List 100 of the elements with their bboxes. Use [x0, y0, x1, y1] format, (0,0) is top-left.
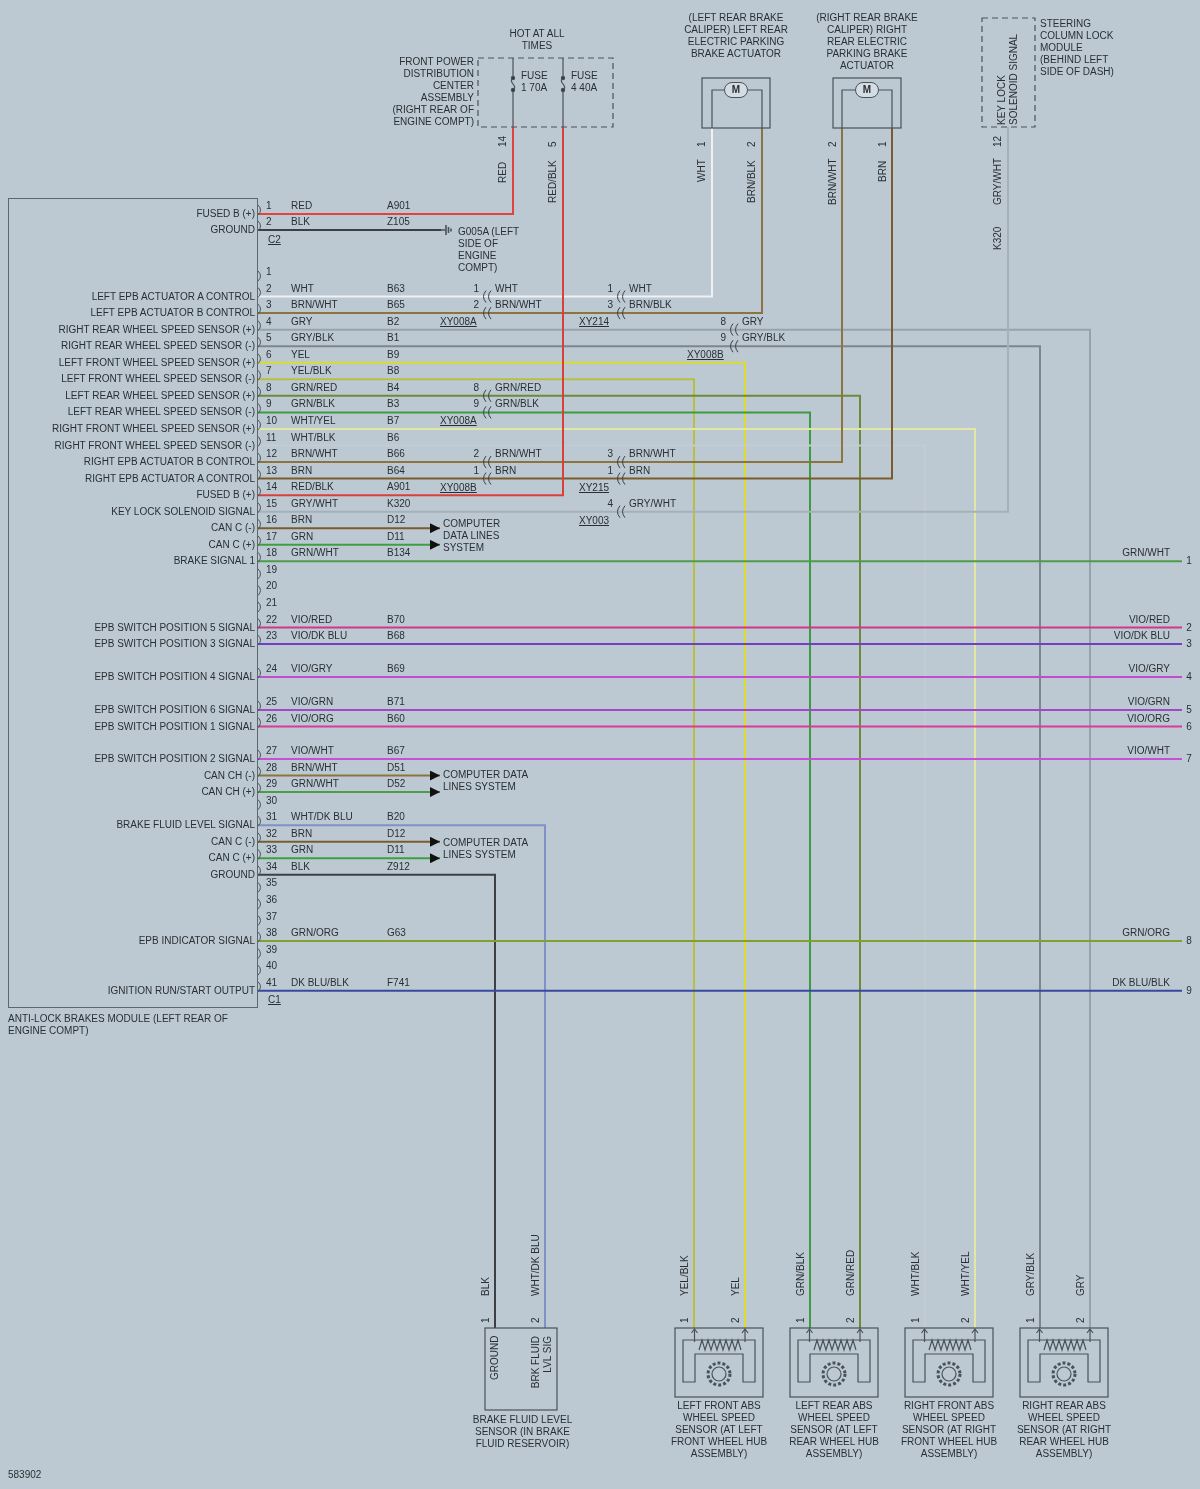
pin-number: 10 — [266, 414, 278, 427]
component-label: 1 — [1185, 555, 1193, 568]
wire-color: VIO/RED — [291, 613, 333, 626]
wire-color: GRY/WHT — [629, 497, 677, 510]
pin-number: 1 — [473, 464, 479, 477]
wire-color: GRN/BLK — [795, 1252, 807, 1296]
pin-function: RIGHT EPB ACTUATOR B CONTROL — [83, 456, 255, 469]
wire-color: GRN/WHT — [291, 547, 339, 560]
pin-number: 13 — [266, 464, 278, 477]
pin-number: 2 — [473, 448, 479, 461]
circuit-code: Z105 — [387, 216, 410, 228]
wire-color: BRN/BLK — [629, 299, 672, 312]
circuit-code: B68 — [387, 630, 405, 643]
pin-function: EPB INDICATOR SIGNAL — [138, 935, 255, 948]
wire — [257, 560, 1183, 563]
wire-color: VIO/WHT — [1127, 745, 1170, 757]
wire — [841, 89, 856, 129]
wire-color: WHT/BLK — [291, 431, 336, 444]
arrow — [257, 853, 441, 864]
wire — [257, 676, 1183, 678]
pin-number: 9 — [266, 398, 272, 411]
wire-color: GRY — [291, 315, 313, 328]
pin-function: CAN C (+) — [208, 538, 255, 551]
circuit-code: B8 — [387, 365, 400, 378]
pin-function: LEFT EPB ACTUATOR B CONTROL — [90, 307, 255, 320]
pin-function: BRAKE FLUID LEVEL SIGNAL — [116, 819, 255, 832]
circuit-code: B67 — [387, 745, 405, 757]
circuit-code: B1 — [387, 332, 400, 345]
component-label: (RIGHT REAR BRAKE CALIPER) RIGHT REAR ELECTRIC PARKING BRAKE ACTUATOR — [815, 12, 919, 72]
component-label: ANTI-LOCK BRAKES MODULE (LEFT REAR OF ENGINE COMPT) — [8, 1013, 229, 1037]
circuit-code: B4 — [387, 381, 400, 394]
wire — [257, 127, 713, 298]
pin-number: 23 — [266, 630, 278, 643]
wire-color: WHT — [696, 159, 708, 182]
wire-color: GRN/RED — [845, 1249, 857, 1296]
wire-color: BRN — [291, 514, 313, 527]
component-label: RIGHT REAR ABS WHEEL SPEED SENSOR (AT RIGHT REAR WHEEL HUB ASSEMBLY) — [1015, 1400, 1113, 1460]
wire — [257, 127, 763, 315]
wire-color: GRY/WHT — [291, 497, 339, 510]
pin-function: BRAKE SIGNAL 1 — [173, 555, 255, 568]
arrow — [257, 539, 441, 550]
component-label: FUSE 4 40A — [571, 70, 599, 94]
pin-number: 25 — [266, 696, 278, 708]
pin-function: CAN CH (-) — [203, 769, 255, 782]
component-label: LEFT FRONT ABS WHEEL SPEED SENSOR (AT LEFT FRONT WHEEL HUB ASSEMBLY) — [669, 1400, 769, 1460]
pin-number: 2 — [960, 1317, 972, 1323]
pin-function: CAN C (-) — [211, 835, 255, 848]
wire-color: GRN/WHT — [1122, 547, 1170, 560]
component-label: LEFT REAR ABS WHEEL SPEED SENSOR (AT LEFT REAR WHEEL HUB ASSEMBLY) — [788, 1400, 880, 1460]
circuit-code: B63 — [387, 282, 405, 295]
pin-number: 19 — [266, 563, 278, 576]
wire-color: RED/BLK — [291, 481, 334, 494]
circuit-code: A901 — [387, 200, 411, 212]
pin-number: 11 — [266, 431, 277, 444]
circuit-code: B3 — [387, 398, 400, 411]
wire-color: GRY/BLK — [742, 332, 786, 345]
pin-number: 4 — [266, 315, 272, 328]
wire-color: GRN/RED — [495, 381, 542, 394]
wire-color: GRN/BLK — [291, 398, 335, 411]
pin-number: 2 — [827, 141, 839, 147]
pin-number: 35 — [266, 877, 278, 890]
component-label: 9 — [1185, 984, 1193, 997]
motor-symbol: M — [855, 82, 879, 98]
wire-color: GRY — [1075, 1274, 1087, 1296]
wire-color: VIO/GRN — [1127, 696, 1170, 708]
wire — [257, 725, 1183, 728]
wire-color: BRN — [291, 827, 313, 840]
pin-number: 24 — [266, 663, 278, 675]
wire-color: BRN/WHT — [291, 761, 338, 774]
pin-label: KEY LOCK SOLENOID SIGNAL — [996, 32, 1020, 125]
wire — [257, 626, 1183, 629]
wire-color: WHT/BLK — [910, 1251, 922, 1296]
component-label: FUSE 1 70A — [521, 70, 549, 94]
component-label: 3 — [1185, 638, 1193, 651]
wire-color: GRN/WHT — [291, 778, 339, 791]
circuit-code: D52 — [387, 778, 406, 791]
pin-function: CAN C (+) — [208, 852, 255, 865]
pin-number: 2 — [473, 299, 479, 312]
pin-function: CAN C (-) — [211, 522, 255, 535]
wire-color: DK BLU/BLK — [1112, 976, 1170, 989]
connector-id: C1 — [268, 994, 281, 1006]
wire-color: VIO/DK BLU — [1113, 630, 1170, 643]
pin-number: 26 — [266, 712, 278, 725]
pin-function: EPB SWITCH POSITION 3 SIGNAL — [94, 638, 255, 651]
component-label: (LEFT REAR BRAKE CALIPER) LEFT REAR ELECTRIC PARKING BRAKE ACTUATOR — [684, 12, 788, 60]
pin-number: 3 — [266, 299, 272, 312]
pin-number: 9 — [473, 398, 479, 411]
pin-number: 8 — [720, 315, 726, 328]
arrow — [257, 787, 441, 798]
pin-number: 31 — [266, 811, 278, 824]
pin-number: 2 — [530, 1317, 542, 1323]
pin-number: 33 — [266, 844, 278, 857]
wire-color: GRN — [291, 844, 314, 857]
pin-number: 1 — [1025, 1317, 1037, 1323]
pin-number: 3 — [607, 448, 613, 461]
pin-number: 29 — [266, 778, 278, 791]
wire-color: BRN/WHT — [827, 158, 839, 205]
wire-color: WHT/DK BLU — [530, 1234, 542, 1296]
pin-number: 8 — [473, 381, 479, 394]
pin-function: LEFT REAR WHEEL SPEED SENSOR (+) — [65, 389, 255, 402]
